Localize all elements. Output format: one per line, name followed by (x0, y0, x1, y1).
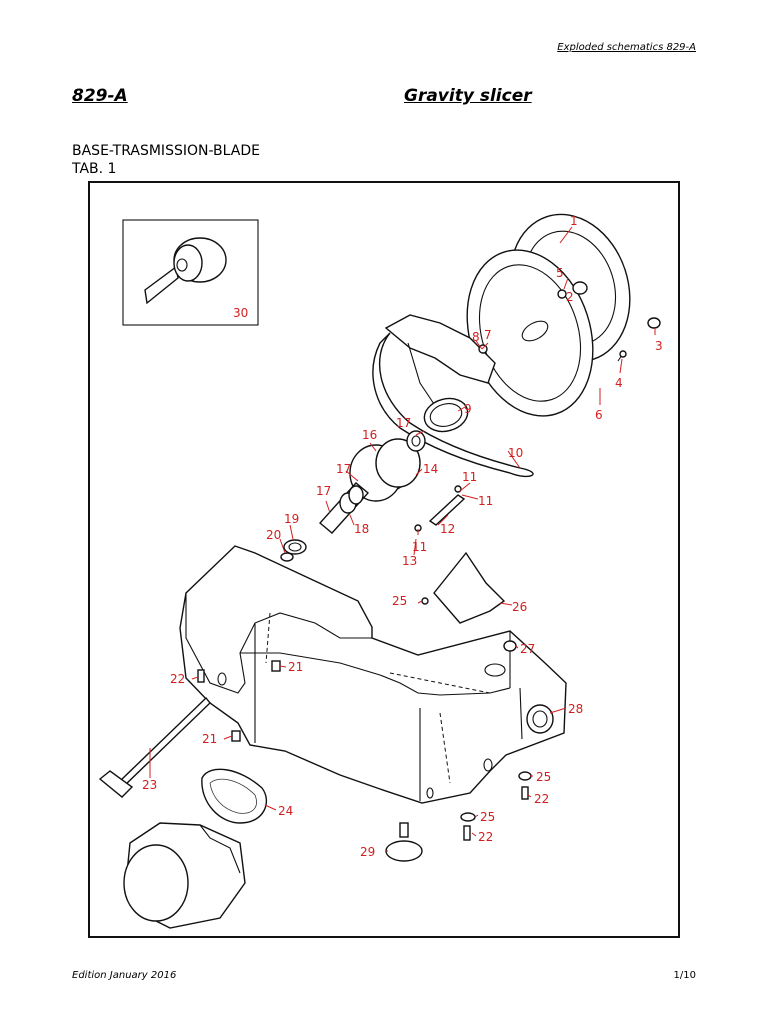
callout-17a: 17 (336, 462, 351, 476)
callout-19: 19 (284, 512, 299, 526)
callout-14: 14 (423, 462, 438, 476)
callout-labels: 1 5 2 3 4 6 7 8 9 10 17 16 17 14 17 18 1… (142, 214, 663, 859)
callout-29: 29 (360, 845, 375, 859)
callout-4: 4 (615, 376, 623, 390)
model-name: Gravity slicer (404, 86, 532, 106)
callout-30: 30 (233, 306, 248, 320)
part-25-washer-c (460, 812, 476, 822)
part-26-bracket (433, 551, 506, 624)
part-3-screw (647, 317, 661, 329)
callout-6: 6 (595, 408, 603, 422)
part-20-washer (280, 552, 294, 562)
callout-16: 16 (362, 428, 377, 442)
part-4-screw (617, 350, 627, 362)
part-25-washer-b (518, 771, 532, 781)
exploded-diagram: 1 5 2 3 4 6 7 8 9 10 17 16 17 14 17 18 1… (98, 213, 663, 929)
callout-20: 20 (266, 528, 281, 542)
part-17-shaft (318, 482, 370, 534)
part-21-screw-a (271, 660, 281, 672)
callout-12: 12 (440, 522, 455, 536)
callout-7: 7 (484, 328, 492, 342)
part-15-bearing (406, 430, 426, 452)
callout-28: 28 (568, 702, 583, 716)
callout-10: 10 (508, 446, 523, 460)
callout-18: 18 (354, 522, 369, 536)
callout-2: 2 (566, 290, 574, 304)
exploded-diagram-frame: 1 5 2 3 4 6 7 8 9 10 17 16 17 14 17 18 1… (88, 181, 680, 938)
part-9-ring (423, 397, 469, 433)
callout-13: 13 (402, 554, 417, 568)
leader-lines (149, 226, 656, 852)
callout-25b: 25 (536, 770, 551, 784)
callout-27: 27 (520, 642, 535, 656)
callout-21b: 21 (202, 732, 217, 746)
inset-box (122, 219, 259, 326)
part-27-screw (503, 640, 517, 652)
part-5-screw (572, 281, 588, 295)
part-24-belt (201, 768, 267, 824)
callout-8: 8 (472, 330, 480, 344)
callout-21a: 21 (288, 660, 303, 674)
part-22-screw-b (463, 825, 471, 841)
callout-22c: 22 (170, 672, 185, 686)
part-25-washer-a (421, 597, 429, 605)
section-tab: TAB. 1 (72, 161, 117, 177)
part-12-pin (414, 485, 466, 532)
callout-22a: 22 (534, 792, 549, 806)
callout-9: 9 (464, 402, 472, 416)
callout-17b: 17 (316, 484, 331, 498)
part-19-clip (283, 539, 307, 555)
part-29-foot (385, 822, 423, 862)
part-30-wheel (144, 237, 227, 305)
callout-22b: 22 (478, 830, 493, 844)
callout-11c: 11 (412, 540, 427, 554)
motor (123, 822, 246, 929)
part-22-screw-c (197, 669, 205, 683)
callout-25c: 25 (480, 810, 495, 824)
callout-26: 26 (512, 600, 527, 614)
callout-11b: 11 (478, 494, 493, 508)
callout-11a: 11 (462, 470, 477, 484)
part-28-cap (526, 704, 554, 734)
part-2-nut (557, 289, 567, 299)
callout-23: 23 (142, 778, 157, 792)
callout-15: 17 (396, 416, 411, 430)
callout-25a: 25 (392, 594, 407, 608)
edition-note: Edition January 2016 (72, 970, 177, 981)
page-number: 1/10 (673, 970, 696, 981)
base-body (179, 545, 567, 804)
part-10-arm (372, 332, 534, 478)
part-16-pulley (349, 438, 421, 502)
callout-5: 5 (556, 266, 564, 280)
part-21-screw-b (231, 730, 241, 742)
section-title: BASE-TRASMISSION-BLADE (72, 143, 260, 159)
callout-3: 3 (655, 339, 663, 353)
model-code: 829-A (72, 86, 128, 106)
part-22-screw-a (521, 786, 529, 800)
callout-1: 1 (570, 214, 578, 228)
part-23-rod (98, 696, 211, 798)
callout-24: 24 (278, 804, 293, 818)
header-note: Exploded schematics 829-A (557, 42, 696, 53)
